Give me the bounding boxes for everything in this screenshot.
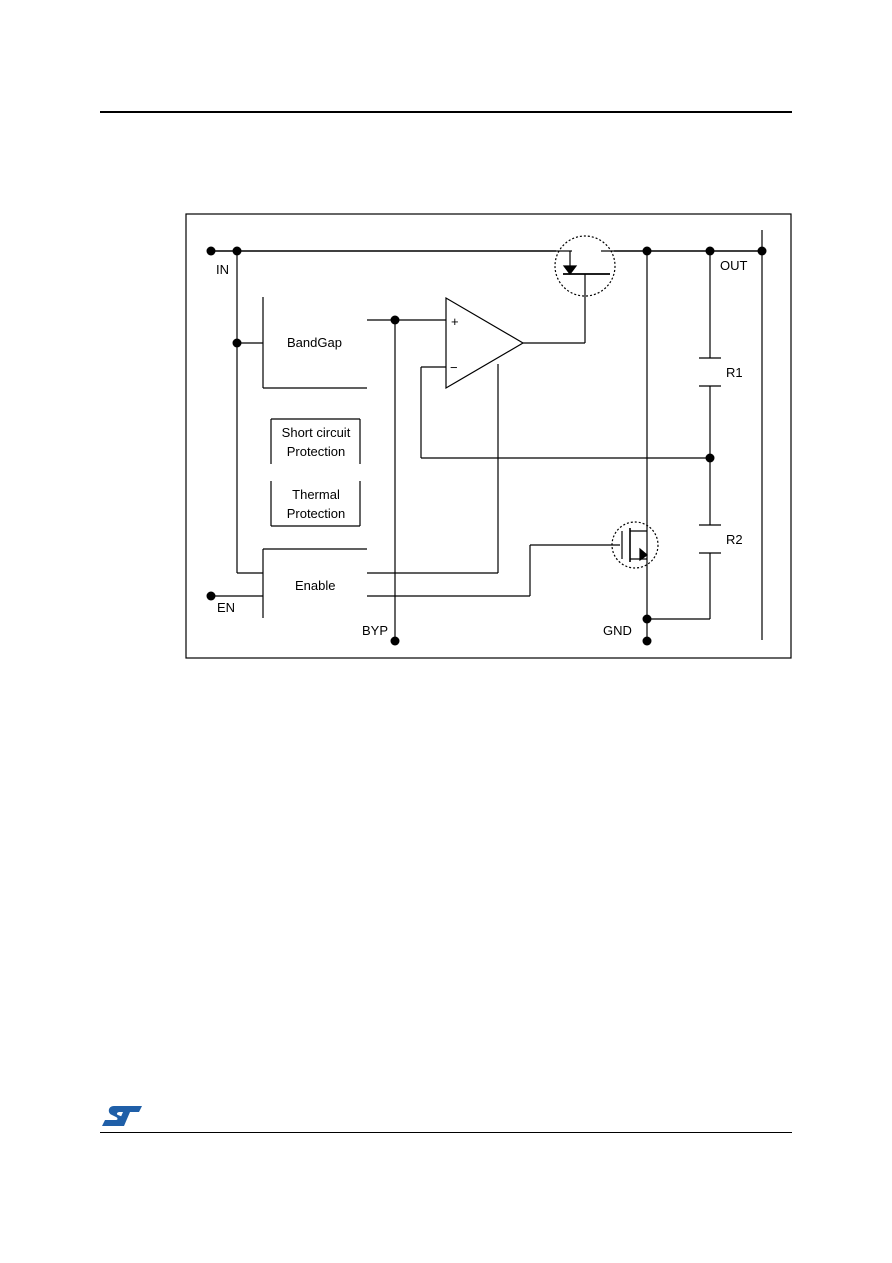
resistor-label-r2: R2 [726, 532, 743, 547]
resistor-label-r1: R1 [726, 365, 743, 380]
error-amplifier [445, 296, 525, 390]
pass-transistor [554, 235, 616, 297]
block-label-short-circuit-1: Short circuit [282, 425, 351, 440]
pin-label-in: IN [216, 262, 229, 277]
block-label-thermal-2: Protection [287, 506, 346, 521]
block-label-thermal-1: Thermal [292, 487, 340, 502]
pin-label-byp: BYP [362, 623, 388, 638]
discharge-transistor [611, 521, 659, 569]
pin-label-en: EN [217, 600, 235, 615]
block-label-enable: Enable [295, 578, 335, 593]
junction-dots [206, 246, 767, 646]
block-label-bandgap: BandGap [287, 335, 342, 350]
amp-plus-sign: + [451, 314, 459, 329]
pin-label-gnd: GND [603, 623, 632, 638]
footer-rule [100, 1132, 792, 1133]
amp-minus-sign: − [450, 360, 458, 375]
pin-label-out: OUT [720, 258, 748, 273]
diagram-frame [185, 213, 792, 659]
header-rule [100, 111, 792, 113]
block-label-short-circuit-2: Protection [287, 444, 346, 459]
st-logo-icon [102, 1106, 142, 1126]
